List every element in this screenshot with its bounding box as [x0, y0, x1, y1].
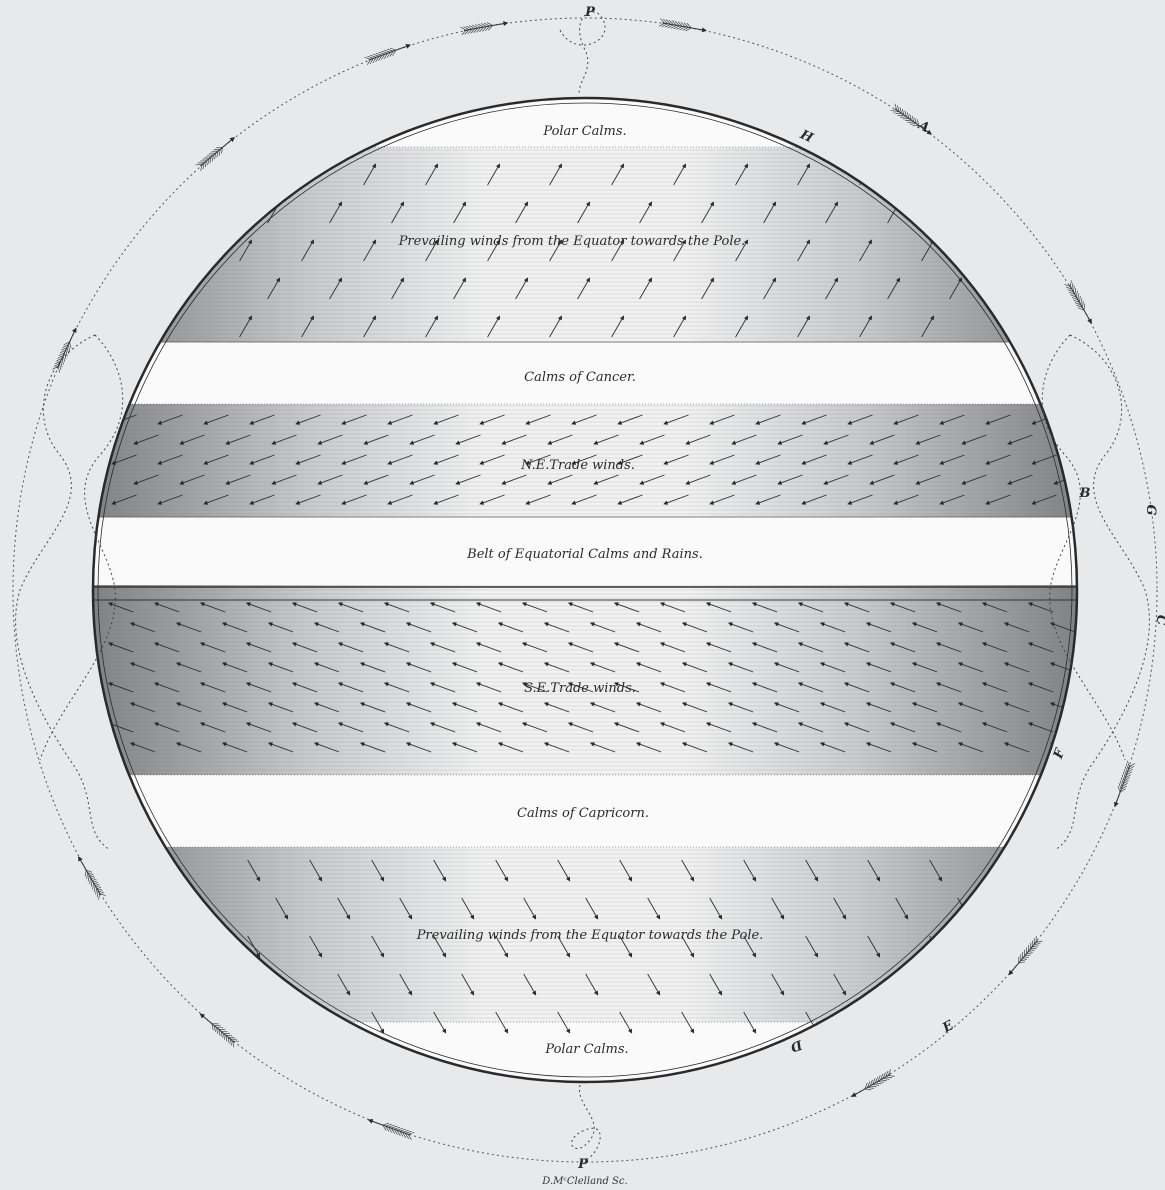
feathered-arrow: [367, 1116, 414, 1140]
wind-arrow: [1054, 435, 1078, 444]
feathered-arrow: [1111, 761, 1135, 808]
feathered-arrow: [365, 41, 412, 65]
label-prevailing-south: Prevailing winds from the Equator toward…: [416, 928, 764, 943]
feathered-arrow: [659, 18, 707, 34]
wind-arrow: [950, 202, 962, 223]
wind-arrow: [248, 1012, 260, 1033]
letter-b: B: [1079, 486, 1091, 501]
feathered-arrow: [1006, 936, 1042, 977]
letter-h: H: [797, 127, 816, 147]
feathered-arrow: [1064, 280, 1094, 325]
label-prevailing-north: Prevailing winds from the Equator toward…: [398, 234, 746, 249]
letter-p-bottom: P: [577, 1157, 589, 1172]
feathered-arrow: [196, 135, 237, 171]
wind-arrow: [868, 1012, 880, 1033]
wind-arrow: [896, 974, 908, 995]
letter-c: C: [1153, 615, 1165, 626]
wind-arrow: [922, 164, 934, 185]
letter-f: F: [1051, 746, 1069, 761]
wind-arrow: [958, 974, 970, 995]
label-calms-cancer: Calms of Cancer.: [524, 370, 636, 385]
label-polar-calms-south: Polar Calms.: [544, 1042, 628, 1057]
label-calms-capricorn: Calms of Capricorn.: [517, 806, 649, 821]
label-equatorial-belt: Belt of Equatorial Calms and Rains.: [466, 547, 703, 562]
letter-g: G: [1143, 504, 1158, 515]
feathered-arrow: [198, 1011, 239, 1047]
letter-d: D: [788, 1036, 805, 1055]
label-se-trades: S.E.Trade winds.: [524, 681, 636, 696]
feathered-arrow: [75, 855, 105, 900]
feathered-arrow: [850, 1069, 895, 1099]
wind-arrow: [310, 1012, 322, 1033]
letter-p-top: P: [584, 5, 596, 20]
feathered-arrow: [460, 19, 508, 35]
engraver-credit: D.MᶜClelland Sc.: [541, 1176, 627, 1187]
feathered-arrow: [52, 327, 79, 373]
wind-arrow: [240, 164, 252, 185]
label-ne-trades: N.E.Trade winds.: [520, 458, 635, 473]
label-polar-calms-north: Polar Calms.: [542, 124, 626, 139]
